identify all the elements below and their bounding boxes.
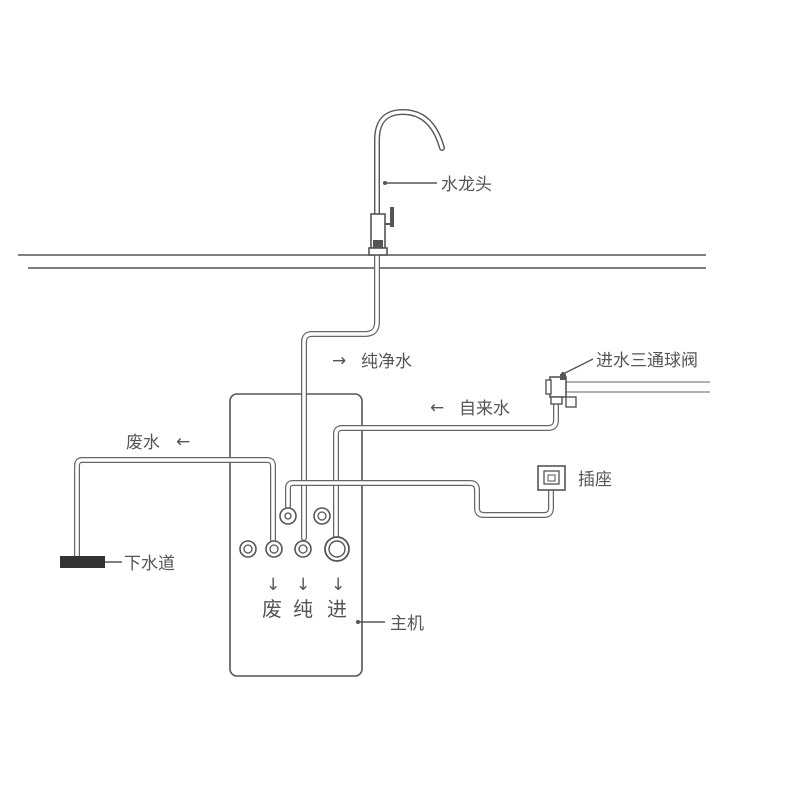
faucet [368, 108, 445, 256]
leader-lines [105, 181, 594, 624]
plug-port [239, 540, 257, 558]
valve-handle [565, 396, 577, 408]
faucet-label: 水龙头 [441, 175, 492, 195]
faucet-base [368, 247, 388, 256]
main-unit-label: 主机 [390, 614, 424, 634]
waste-port-arrow: ↓ [266, 575, 280, 595]
inlet-port-arrow: ↓ [331, 575, 345, 595]
waste-port [265, 540, 283, 558]
drain-label: 下水道 [124, 554, 175, 574]
pure-port [294, 540, 312, 558]
tap-water-label: 自来水 [459, 399, 510, 419]
pure-water-arrow: → [332, 351, 346, 371]
tap-water-pipe [333, 401, 559, 543]
waste-water-arrow: ← [176, 432, 190, 452]
aux-port [313, 507, 331, 525]
water-main-line [566, 381, 710, 393]
power-port [279, 507, 297, 525]
three-way-valve [545, 374, 577, 408]
waste-port-label: 废 [262, 597, 282, 621]
pipes [74, 247, 559, 561]
inlet-port-label: 进 [327, 597, 347, 621]
waste-water-label: 废水 [126, 433, 160, 453]
tap-water-arrow: ← [430, 398, 444, 418]
pure-port-arrow: ↓ [296, 575, 310, 595]
countertop [18, 254, 706, 269]
inlet-valve-label: 进水三通球阀 [596, 351, 698, 371]
drain-block [60, 556, 105, 568]
unit-ports [239, 507, 350, 562]
pure-port-label: 纯 [293, 597, 313, 621]
socket [537, 465, 566, 491]
pure-water-label: 纯净水 [361, 352, 412, 372]
main-unit-body [229, 393, 363, 677]
socket-label: 插座 [578, 470, 612, 490]
